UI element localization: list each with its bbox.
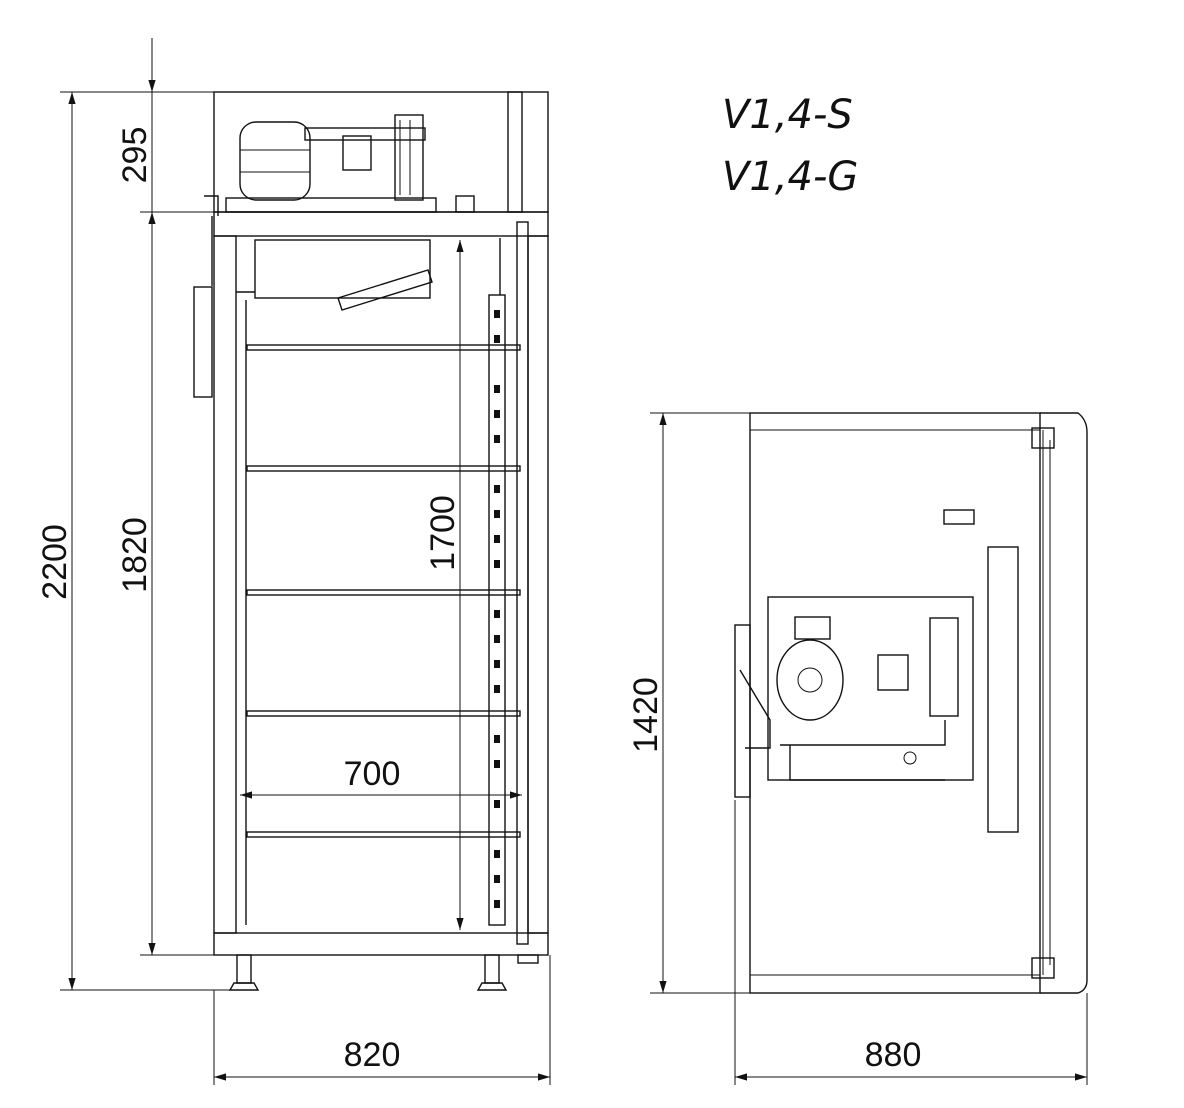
side-panel <box>987 546 1019 833</box>
dim-side-height: 1420 <box>627 677 665 753</box>
shelf-rail <box>488 294 506 926</box>
shelf <box>246 465 521 472</box>
fan-motor-icon <box>877 654 909 691</box>
feet <box>228 954 539 991</box>
cabinet-walls <box>213 211 549 956</box>
dim-cabinet-height: 1820 <box>116 517 154 593</box>
shelf <box>246 344 521 351</box>
condensing-unit <box>739 596 974 781</box>
dim-unit-height: 295 <box>116 127 154 184</box>
side-bracket <box>734 624 751 798</box>
connector-block <box>943 509 975 525</box>
fan-icon <box>776 639 844 721</box>
dim-interior-width: 700 <box>344 755 401 793</box>
dim-interior-height: 1700 <box>424 495 462 571</box>
shelves <box>246 344 521 838</box>
shelf <box>246 710 521 717</box>
model-label-g: V1,4-G <box>722 154 858 200</box>
dim-side-depth: 880 <box>865 1036 922 1074</box>
dim-total-width: 820 <box>344 1036 401 1074</box>
door-handle <box>193 286 213 398</box>
side-dimensions: 1420 880 <box>627 412 1088 1085</box>
side-body <box>749 412 1041 994</box>
model-label-s: V1,4-S <box>722 92 853 138</box>
front-view <box>193 91 549 991</box>
shelf <box>246 589 521 596</box>
evaporator <box>236 239 433 311</box>
shelf <box>246 831 521 838</box>
top-unit-compartment <box>213 91 523 213</box>
compressor-icon <box>225 114 475 213</box>
side-view <box>734 412 1088 994</box>
front-dimensions: 2200 295 1820 1700 700 820 <box>36 38 551 1085</box>
dim-total-height: 2200 <box>36 524 74 600</box>
condenser-coil <box>929 617 959 717</box>
